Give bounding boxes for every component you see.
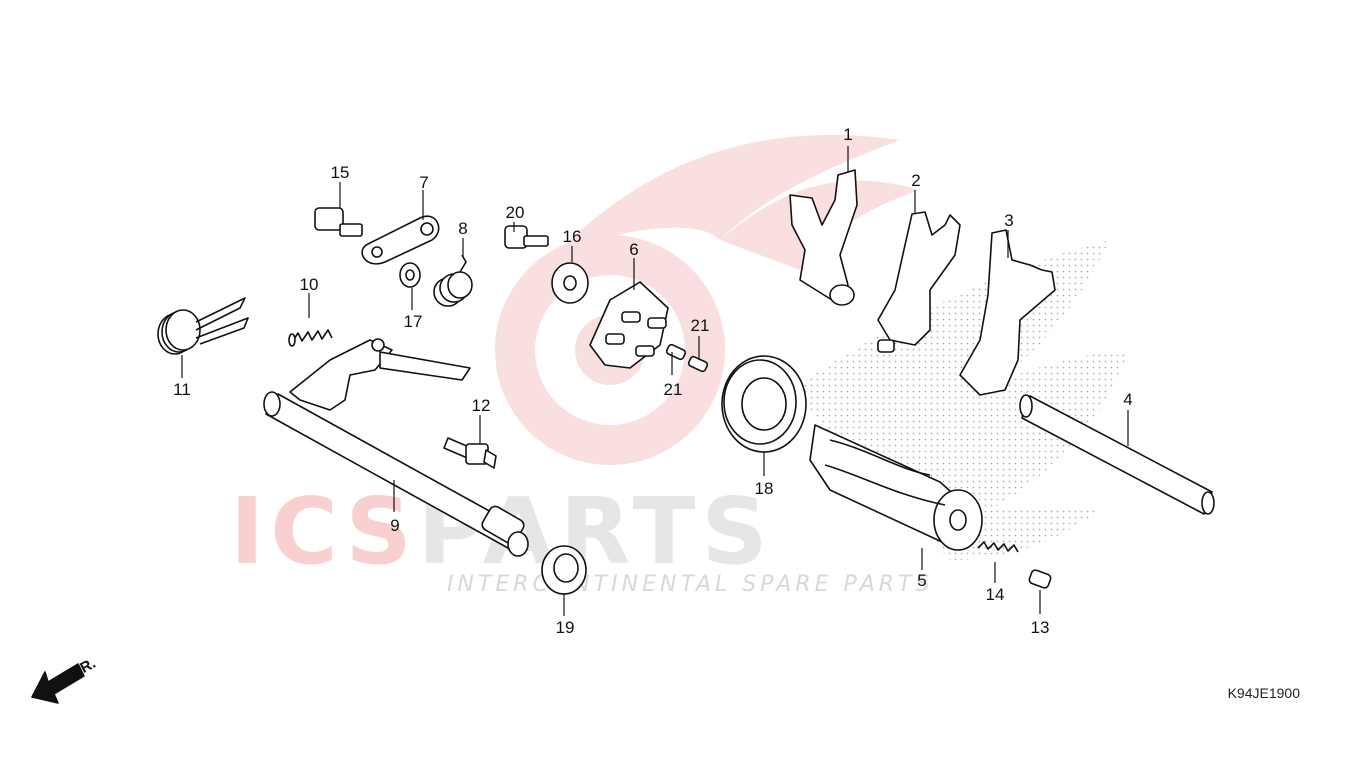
- part-18-bearing: [721, 355, 807, 453]
- callout-2: 2: [911, 171, 920, 190]
- callout-3: 3: [1004, 211, 1013, 230]
- part-4-fork-shaft: [1019, 394, 1215, 515]
- callout-8: 8: [458, 219, 467, 238]
- callout-10: 10: [300, 275, 319, 294]
- part-11-torsion-spring: [157, 297, 249, 355]
- part-7-plate: [361, 215, 440, 265]
- part-20-bolt: [504, 225, 549, 249]
- diagram-code: K94JE1900: [1227, 685, 1300, 701]
- part-2-shift-fork: [877, 211, 961, 353]
- part-8-spring: [433, 254, 473, 307]
- callout-6: 6: [629, 240, 638, 259]
- callout-21-lower: 21: [664, 380, 683, 399]
- callout-1: 1: [843, 125, 852, 144]
- callout-19: 19: [556, 618, 575, 637]
- part-12-stud: [443, 437, 497, 469]
- part-3-shift-fork: [959, 229, 1056, 396]
- part-6-pin-plate: [589, 281, 669, 369]
- part-5-shift-drum: [809, 424, 983, 551]
- callout-4: 4: [1123, 390, 1132, 409]
- part-1-shift-fork: [789, 169, 858, 306]
- callout-9: 9: [390, 516, 399, 535]
- callout-11: 11: [173, 380, 191, 399]
- callout-18: 18: [755, 479, 774, 498]
- callout-13: 13: [1031, 618, 1050, 637]
- callout-16: 16: [563, 227, 582, 246]
- callout-7: 7: [419, 173, 428, 192]
- callout-12: 12: [472, 396, 491, 415]
- callout-20: 20: [506, 203, 525, 222]
- callout-15: 15: [331, 163, 350, 182]
- callout-21-upper: 21: [691, 316, 710, 335]
- callout-14: 14: [986, 585, 1005, 604]
- part-9-shift-shaft: [263, 338, 529, 557]
- part-13-pin: [1028, 569, 1052, 589]
- leader-lines: [181, 146, 1129, 616]
- part-14-spring: [977, 541, 1019, 553]
- part-10-spring: [288, 329, 333, 347]
- part-19-bearing: [541, 545, 587, 595]
- callout-5: 5: [917, 571, 926, 590]
- part-17-washer: [399, 262, 421, 288]
- part-16-washer: [551, 262, 589, 304]
- part-21-dowels: [665, 343, 709, 373]
- front-direction-arrow-icon: [31, 663, 85, 704]
- part-15-bolt: [314, 207, 363, 237]
- callout-17: 17: [404, 312, 423, 331]
